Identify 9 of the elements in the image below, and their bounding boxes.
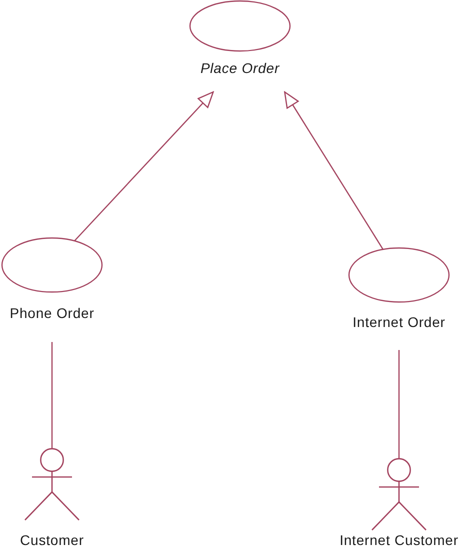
use-case-label: Place Order (200, 60, 280, 76)
actor-label: Customer (20, 532, 84, 548)
generalization-arrow (74, 91, 214, 242)
generalization-arrow (284, 91, 384, 250)
association-line (398, 350, 400, 458)
association-line (51, 342, 53, 448)
use-case-label: Internet Order (352, 314, 446, 330)
use-case-label: Phone Order (10, 305, 94, 321)
actor-label: Internet Customer (340, 532, 458, 548)
